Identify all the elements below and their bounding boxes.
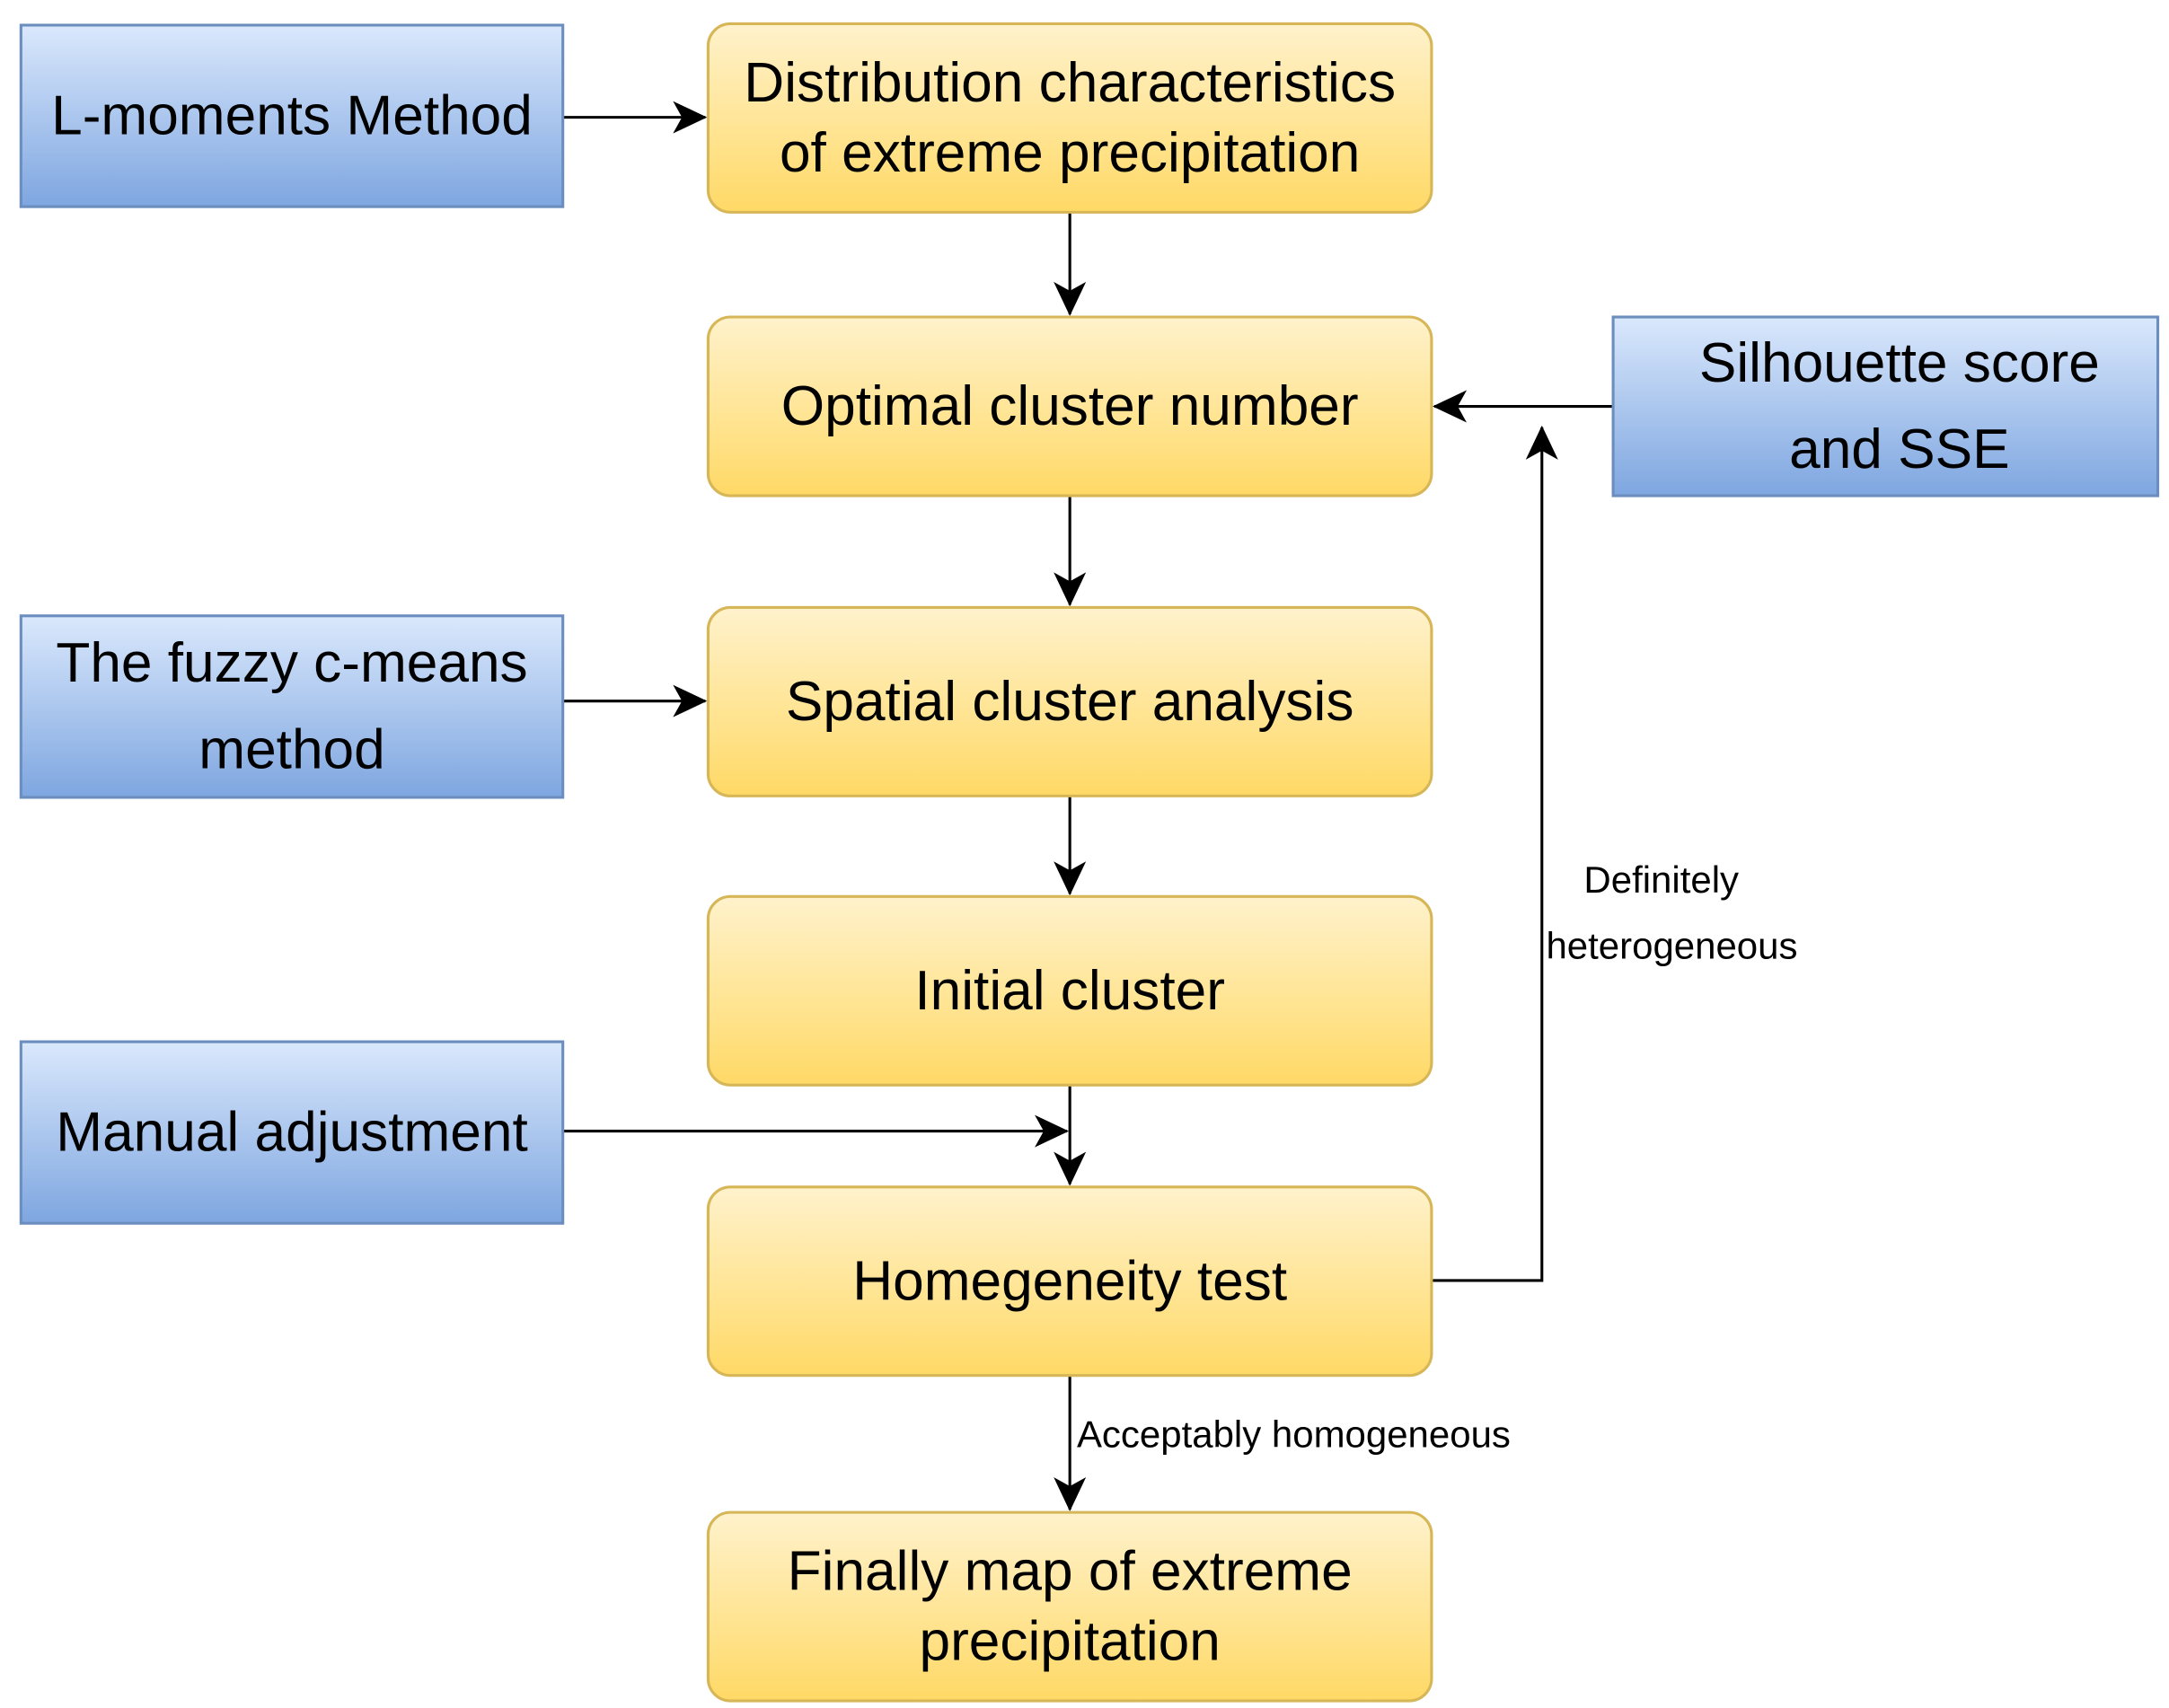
node-box: [19, 23, 565, 208]
edges-layer: [562, 101, 1614, 1512]
node-box: [706, 1185, 1433, 1378]
node-initial: Initial cluster: [706, 894, 1433, 1087]
node-box: [1611, 315, 2160, 497]
node-label-line: Initial cluster: [914, 960, 1225, 1022]
node-spatial: Spatial cluster analysis: [706, 605, 1433, 797]
node-label-line: of extreme precipitation: [780, 122, 1360, 184]
node-final-map: Finally map of extreme precipitation: [706, 1510, 1433, 1703]
node-label-line: Distribution characteristics: [744, 52, 1396, 114]
edge-label: Definitely: [1583, 858, 1739, 901]
edge-homogeneity-feedback: [1431, 425, 1558, 1282]
node-l-moments: L-moments Method: [19, 23, 565, 208]
edge-label: Acceptably homogeneous: [1077, 1413, 1511, 1456]
node-label-line: Optimal cluster number: [781, 375, 1359, 437]
node-label-line: and SSE: [1789, 418, 2009, 480]
edge-label: heterogeneous: [1546, 924, 1797, 966]
node-label-line: Finally map of extreme: [788, 1541, 1353, 1603]
node-label-line: The fuzzy c-means: [56, 632, 527, 694]
node-label-line: Silhouette score: [1699, 332, 2100, 394]
node-distribution: Distribution characteristics of extreme p…: [706, 22, 1433, 214]
node-label-line: Homegeneity test: [852, 1250, 1287, 1312]
node-label-line: L-moments Method: [51, 85, 533, 147]
node-fuzzy: The fuzzy c-means method: [19, 614, 565, 799]
node-label-line: Manual adjustment: [56, 1102, 527, 1164]
node-homogeneity: Homegeneity test: [706, 1185, 1433, 1378]
node-box: [706, 22, 1433, 214]
node-label-line: precipitation: [920, 1610, 1221, 1672]
node-label-line: method: [198, 719, 384, 781]
node-box: [19, 1040, 565, 1225]
node-label-line: Spatial cluster analysis: [786, 671, 1354, 733]
node-box: [706, 894, 1433, 1087]
nodes-layer: L-moments Method Distribution characteris…: [19, 22, 2160, 1703]
node-box: [706, 1510, 1433, 1703]
node-silhouette: Silhouette score and SSE: [1611, 315, 2160, 497]
node-optimal: Optimal cluster number: [706, 315, 1433, 497]
node-box: [706, 315, 1433, 497]
node-box: [706, 605, 1433, 797]
node-box: [19, 614, 565, 799]
node-manual: Manual adjustment: [19, 1040, 565, 1225]
